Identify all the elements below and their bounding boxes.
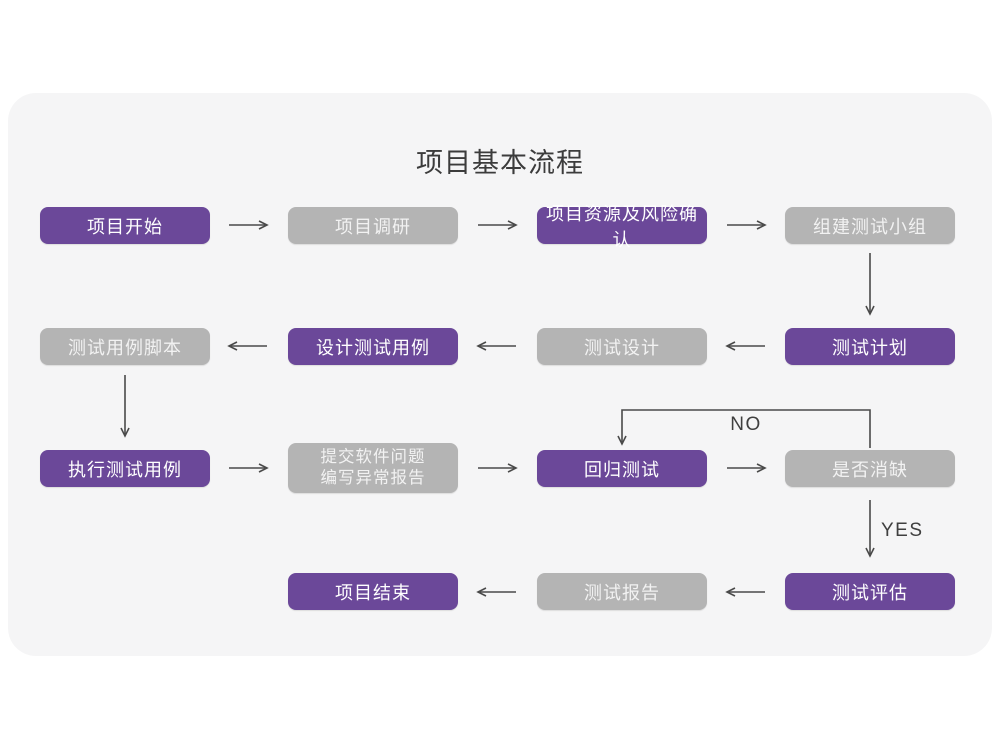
- node-test-design: 测试设计: [537, 328, 707, 365]
- node-defect-cleared: 是否消缺: [785, 450, 955, 487]
- node-resource-risk: 项目资源及风险确认: [537, 204, 707, 250]
- node-regression-test: 回归测试: [537, 450, 707, 487]
- diagram-title: 项目基本流程: [416, 148, 584, 178]
- node-design-test-case: 设计测试用例: [288, 328, 458, 365]
- edge-label-no: NO: [730, 414, 762, 435]
- node-build-test-team: 组建测试小组: [785, 207, 955, 244]
- node-test-report: 测试报告: [537, 573, 707, 610]
- node-test-case-script: 测试用例脚本: [40, 328, 210, 365]
- node-test-plan: 测试计划: [785, 328, 955, 365]
- node-execute-test-case: 执行测试用例: [40, 450, 210, 487]
- node-test-evaluation: 测试评估: [785, 573, 955, 610]
- edge-label-yes: YES: [881, 520, 924, 541]
- node-project-research: 项目调研: [288, 207, 458, 244]
- node-project-end: 项目结束: [288, 573, 458, 610]
- flowchart-card: [8, 93, 992, 656]
- node-submit-issue-report: 提交软件问题 编写异常报告: [288, 443, 458, 493]
- node-project-start: 项目开始: [40, 207, 210, 244]
